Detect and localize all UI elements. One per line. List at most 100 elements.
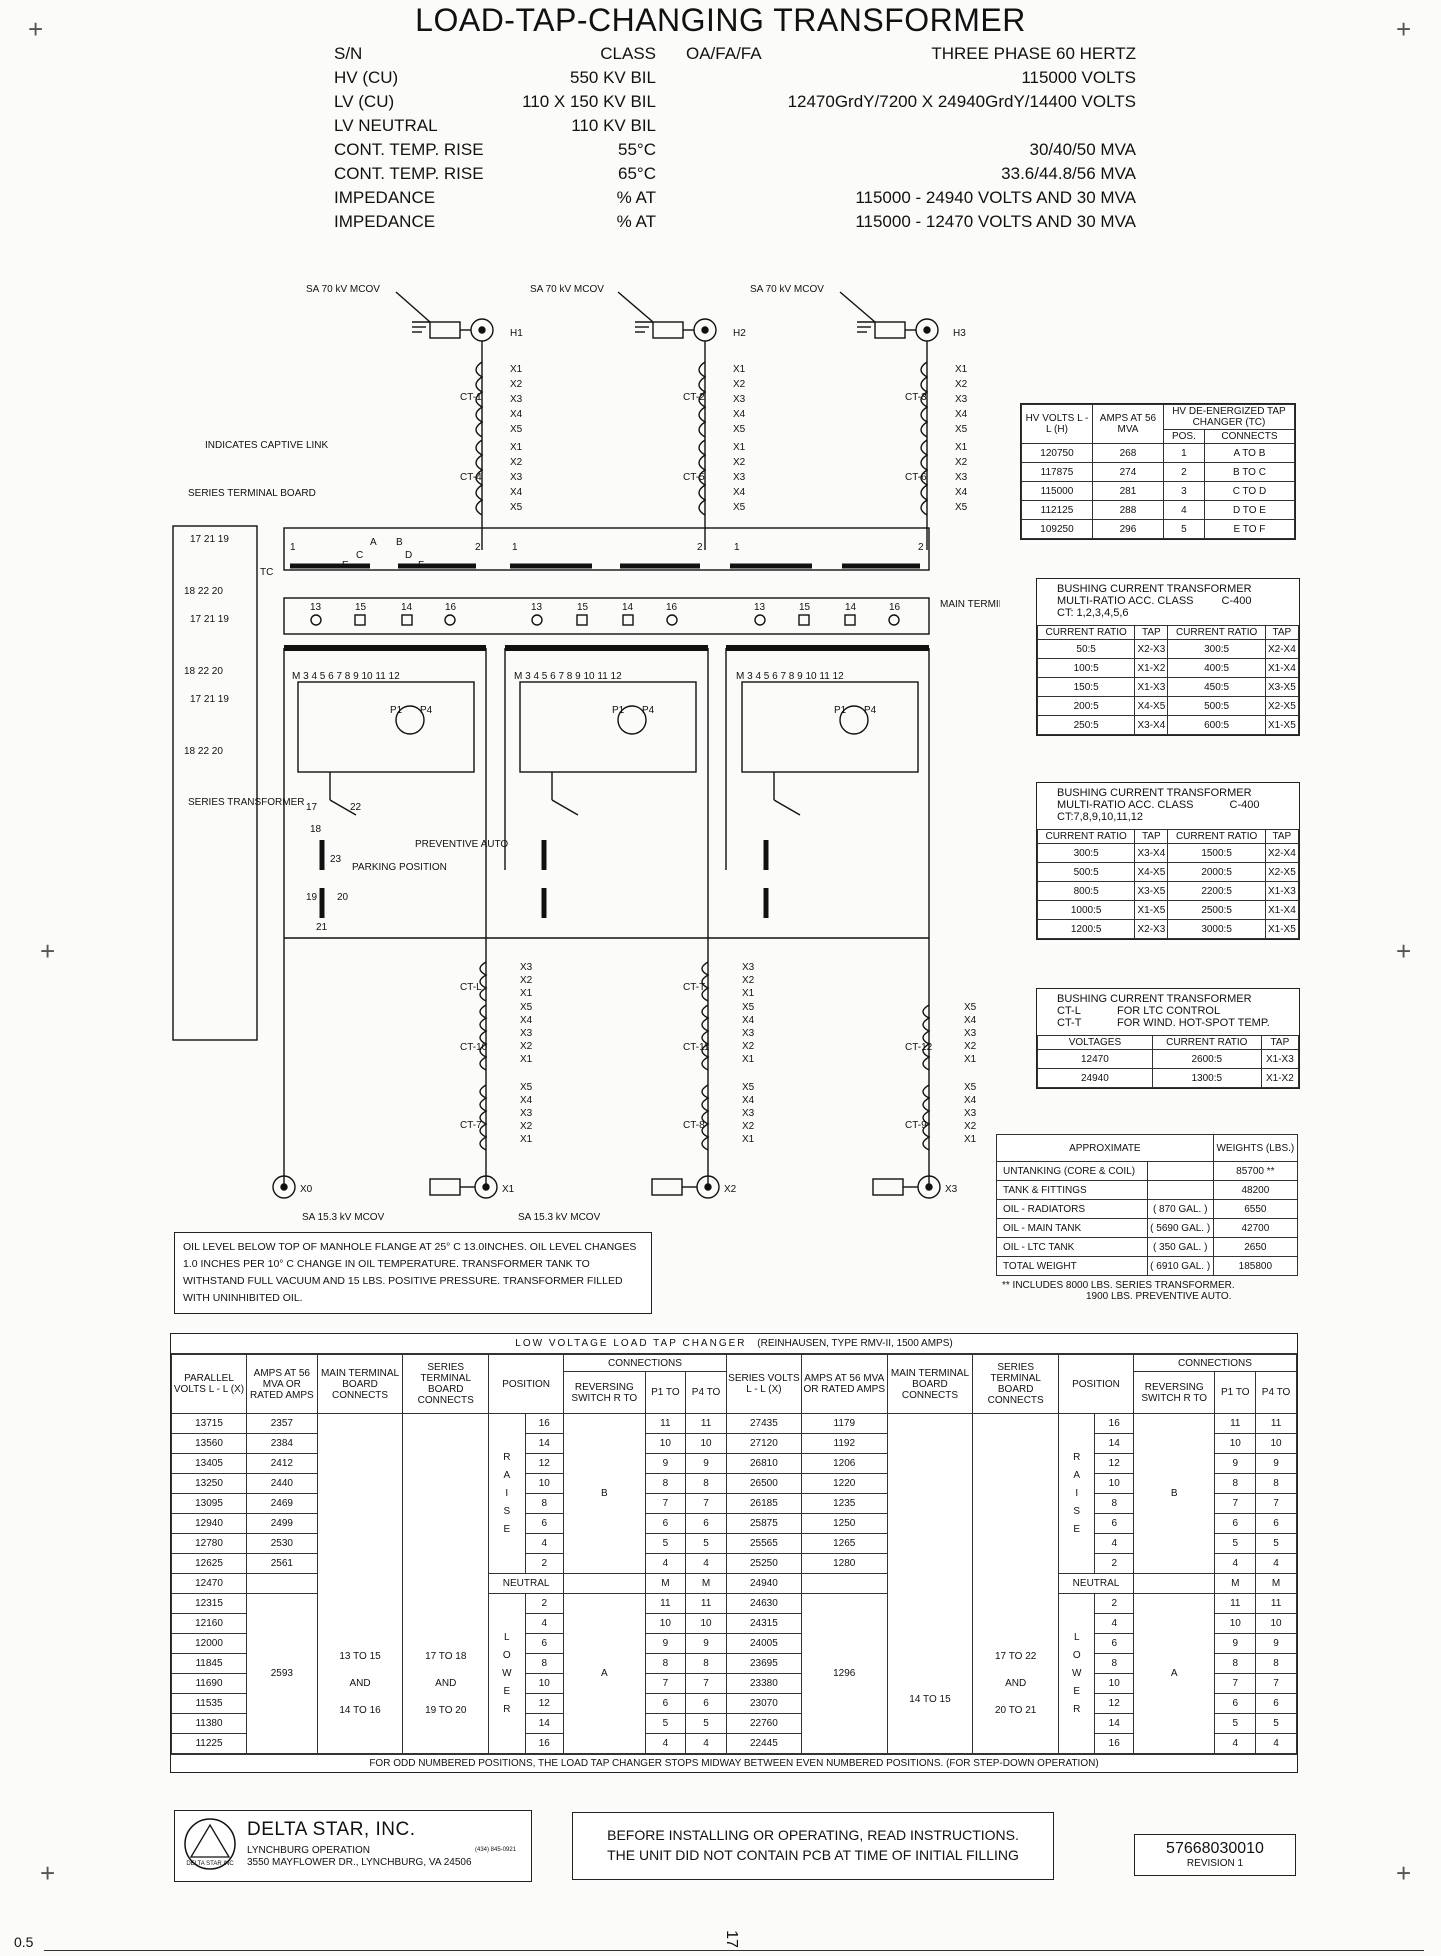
diagram-labels: SA 70 kV MCOV SA 70 kV MCOV SA 70 kV MCO… bbox=[184, 284, 1000, 1223]
table-cell: 5 bbox=[644, 1533, 687, 1554]
table-cell: 5 bbox=[685, 1713, 727, 1734]
table-cell: 2499 bbox=[245, 1513, 318, 1534]
col-header: AMPS AT 56 MVA OR RATED AMPS bbox=[245, 1354, 318, 1414]
table-cell: 2561 bbox=[245, 1553, 318, 1574]
series-connect-and: AND bbox=[435, 1678, 457, 1689]
tap-label: X3 bbox=[520, 962, 533, 973]
table-cell: 4 bbox=[685, 1553, 727, 1574]
tap-label: X2 bbox=[955, 379, 968, 390]
registration-mark: + bbox=[28, 14, 44, 44]
ct-label: CT-6 bbox=[905, 472, 927, 483]
main-connect-and: AND bbox=[349, 1678, 371, 1689]
table-cell: B TO C bbox=[1203, 462, 1296, 482]
table-cell: 11380 bbox=[171, 1713, 247, 1734]
table-cell: 10 bbox=[685, 1433, 727, 1454]
table-cell: NEUTRAL bbox=[488, 1573, 565, 1594]
col-header: HV DE-ENERGIZED TAP CHANGER (TC) bbox=[1162, 404, 1296, 430]
table-cell: 12780 bbox=[171, 1533, 247, 1554]
table-cell: 1265 bbox=[800, 1533, 888, 1554]
ct-label: CT-11 bbox=[683, 1042, 710, 1053]
tc-label: TC bbox=[260, 567, 273, 578]
board-numbers: 17 21 19 bbox=[190, 694, 229, 705]
table-cell: 5 bbox=[1214, 1533, 1257, 1554]
table-cell: 12315 bbox=[171, 1593, 247, 1614]
tap-label: X2 bbox=[510, 379, 523, 390]
spec-mid: 110 X 150 KV BIL bbox=[522, 92, 656, 111]
table-cell: C TO D bbox=[1203, 481, 1296, 501]
table-cell: X1-X2 bbox=[1260, 1068, 1300, 1088]
spec-right: 30/40/50 MVA bbox=[1029, 140, 1136, 159]
table-cell: X2-X3 bbox=[1134, 639, 1169, 659]
spec-label: LV NEUTRAL bbox=[334, 116, 438, 135]
ct-label: CT-L bbox=[460, 982, 482, 993]
table-cell: 16 bbox=[1094, 1733, 1135, 1754]
tc-letter: B bbox=[396, 537, 403, 548]
col-header: REVERSING SWITCH R TO bbox=[563, 1371, 646, 1414]
table-cell: 4 bbox=[1162, 500, 1205, 520]
series-transformer-label: SERIES TRANSFORMER bbox=[188, 797, 305, 808]
col-header: POSITION bbox=[488, 1354, 565, 1414]
bushing-x1-label: X1 bbox=[502, 1184, 515, 1195]
tap-label: X4 bbox=[510, 487, 523, 498]
bushing-x0-label: X0 bbox=[300, 1184, 313, 1195]
table-cell: TANK & FITTINGS bbox=[996, 1180, 1148, 1200]
table-cell: 12 bbox=[1094, 1453, 1135, 1474]
table-cell: 10 bbox=[644, 1613, 687, 1634]
tap-label: X3 bbox=[733, 472, 746, 483]
weights-note-2: 1900 LBS. PREVENTIVE AUTO. bbox=[1086, 1291, 1232, 1302]
bottom-rule bbox=[44, 1950, 1424, 1951]
table-cell: M bbox=[1214, 1573, 1257, 1594]
table-cell bbox=[1146, 1161, 1214, 1181]
tap-label: X2 bbox=[520, 1121, 533, 1132]
contact-label: P4 bbox=[642, 705, 655, 716]
lv-arrester-label: SA 15.3 kV MCOV bbox=[518, 1212, 601, 1223]
company-address: 3550 MAYFLOWER DR., LYNCHBURG, VA 24506 bbox=[247, 1857, 472, 1868]
spec-mid: CLASS bbox=[600, 44, 656, 63]
table-cell: X1-X4 bbox=[1264, 658, 1300, 678]
table-cell: 2600:5 bbox=[1151, 1049, 1262, 1069]
table-cell: X1-X5 bbox=[1134, 900, 1169, 920]
hv-phase-2 bbox=[617, 291, 717, 550]
warning-block: BEFORE INSTALLING OR OPERATING, READ INS… bbox=[572, 1812, 1054, 1880]
contact-label: P1 bbox=[390, 705, 403, 716]
table-cell: 3 bbox=[1162, 481, 1205, 501]
spec-mid: 65°C bbox=[618, 164, 656, 183]
table-cell: 12470 bbox=[171, 1573, 247, 1594]
table-cell: 4 bbox=[524, 1613, 565, 1634]
table-cell: 7 bbox=[685, 1493, 727, 1514]
table-cell bbox=[563, 1573, 646, 1594]
table-cell: 22445 bbox=[725, 1733, 802, 1754]
table-cell: 14 bbox=[524, 1713, 565, 1734]
tap-label: X2 bbox=[510, 457, 523, 468]
bushing-x2-label: X2 bbox=[724, 1184, 737, 1195]
hv-arrester-label: SA 70 kV MCOV bbox=[750, 284, 824, 295]
table-cell: 24940 bbox=[1037, 1068, 1153, 1088]
tap-label: X3 bbox=[742, 1028, 755, 1039]
table-cell: 2384 bbox=[245, 1433, 318, 1454]
col-header: AMPS AT 56 MVA OR RATED AMPS bbox=[800, 1354, 888, 1414]
ct-label: CT-10 bbox=[460, 1042, 488, 1053]
ltc-footnote: FOR ODD NUMBERED POSITIONS, THE LOAD TAP… bbox=[171, 1754, 1297, 1772]
table-cell: 22760 bbox=[725, 1713, 802, 1734]
table-cell: 2469 bbox=[245, 1493, 318, 1514]
table-cell: 24940 bbox=[725, 1573, 802, 1594]
table-cell: 8 bbox=[1255, 1473, 1297, 1494]
table-cell: 9 bbox=[1214, 1453, 1257, 1474]
terminal-number: 13 bbox=[310, 602, 322, 613]
tc-band bbox=[283, 527, 930, 571]
table-cell: 117875 bbox=[1021, 462, 1093, 482]
table-cell: 5 bbox=[1255, 1533, 1297, 1554]
table-cell: 11690 bbox=[171, 1673, 247, 1694]
table-cell: 6 bbox=[685, 1513, 727, 1534]
ltc-title: LOW VOLTAGE LOAD TAP CHANGER bbox=[515, 1338, 747, 1349]
table-cell: 24005 bbox=[725, 1633, 802, 1654]
table-cell: 23380 bbox=[725, 1673, 802, 1694]
tap-label: X2 bbox=[520, 975, 533, 986]
table-cell: 85700 ** bbox=[1212, 1161, 1299, 1181]
